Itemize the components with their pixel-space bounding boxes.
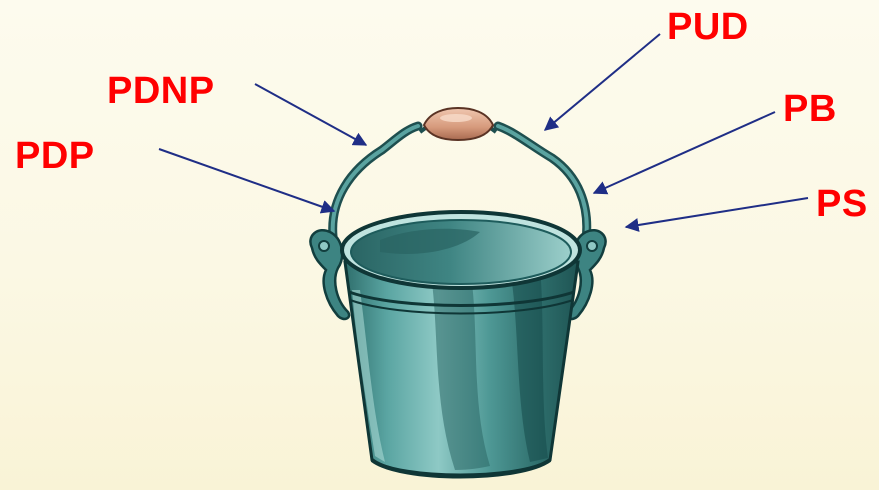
handle-grip [424,108,493,140]
label-pb: PB [783,90,837,128]
arrow-pud [545,34,660,130]
bucket-body [345,262,578,477]
arrow-pb [594,112,775,193]
bucket-opening [342,212,580,288]
label-pud: PUD [667,8,749,46]
label-pdnp: PDNP [107,72,215,110]
arrow-ps [626,198,808,227]
label-pdp: PDP [15,137,95,175]
arrow-pdnp [255,84,366,145]
label-ps: PS [816,185,868,223]
arrow-pdp [159,149,334,211]
